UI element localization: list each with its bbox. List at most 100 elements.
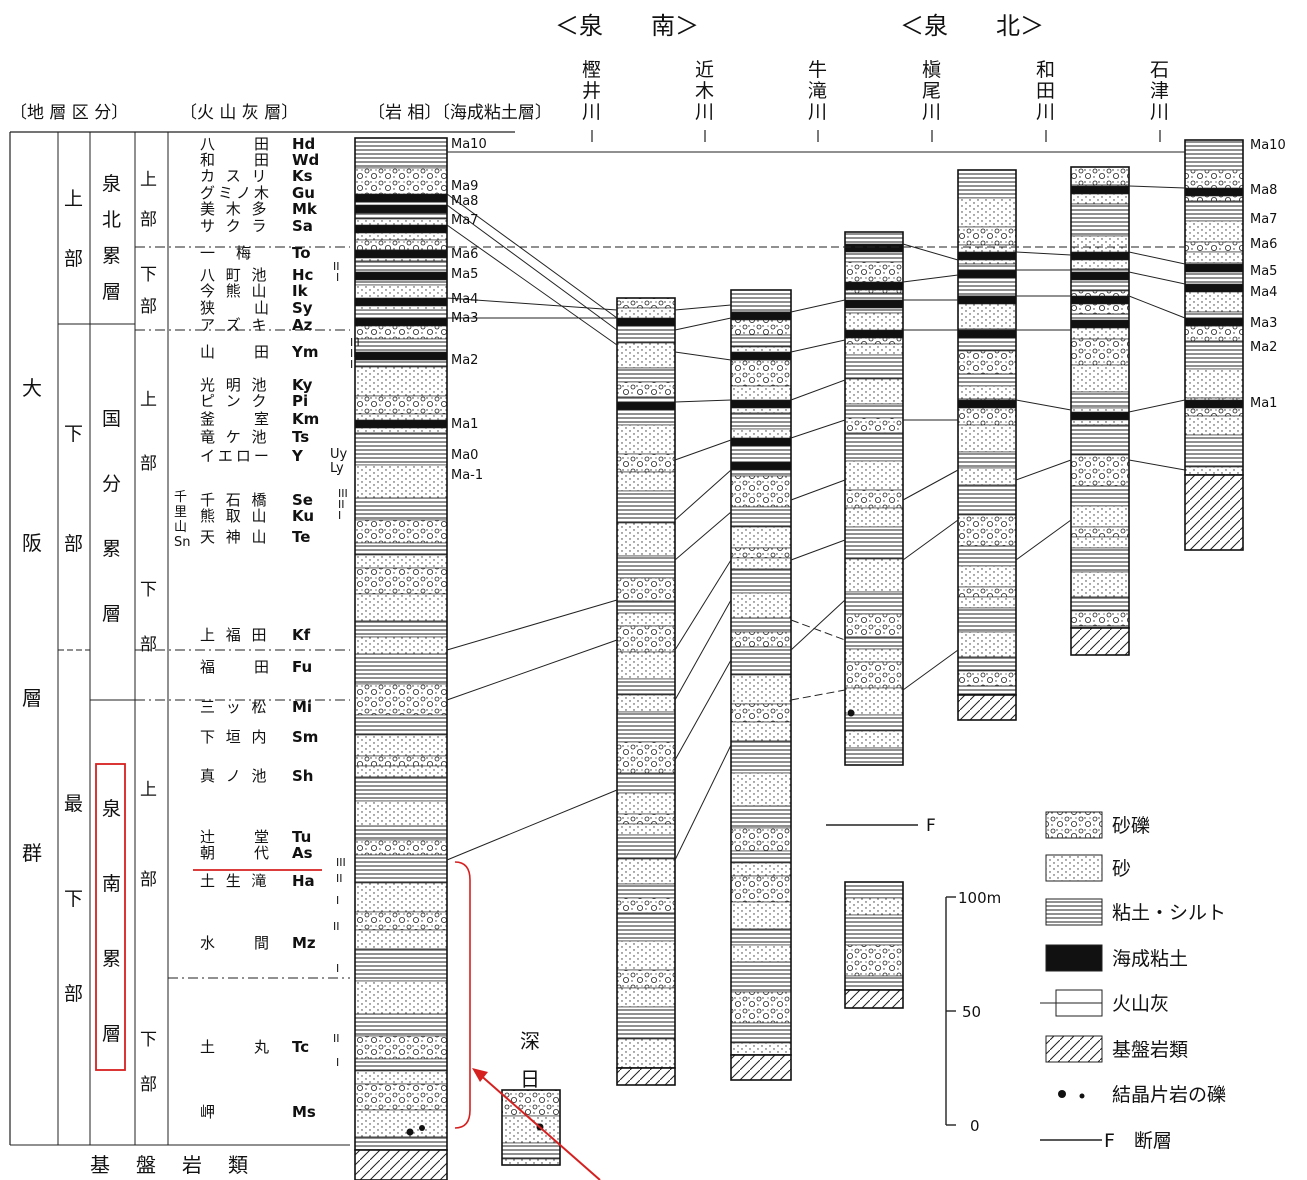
layer (957, 586, 1017, 598)
layer (616, 367, 676, 383)
layer (844, 281, 904, 291)
tephra-name: 天 神 山 (200, 528, 270, 546)
marine-clay-label-right: Ma8 (1250, 183, 1277, 198)
roman-numeral: II (336, 872, 343, 885)
layer (957, 269, 1017, 279)
roman-numeral: I (336, 894, 339, 907)
correlation (674, 511, 732, 561)
column-ushitaki-lower (844, 881, 904, 991)
correlation (790, 539, 846, 561)
layer (730, 592, 792, 619)
layer (1070, 295, 1130, 305)
group-char: 群 (22, 841, 42, 865)
layer (1184, 220, 1244, 243)
ly-label: Ly (330, 461, 344, 476)
layer (1070, 203, 1130, 237)
layer (957, 169, 1017, 199)
layer (730, 928, 792, 946)
layer (616, 317, 676, 327)
roman-numeral: II (338, 498, 345, 511)
layer (957, 484, 1017, 516)
layer (1070, 185, 1130, 195)
legend-swatch (1045, 811, 1103, 839)
correlation (674, 659, 732, 761)
correlation (674, 559, 732, 651)
tephra-code: Pi (292, 392, 308, 410)
layer (616, 555, 676, 579)
header-lithofacies: 〔岩 相〕〔海成粘土層〕 (368, 103, 552, 123)
layer (844, 944, 904, 977)
correlation (674, 744, 732, 861)
correlation (1015, 519, 1072, 561)
layer (730, 399, 792, 409)
layer (616, 823, 676, 836)
correlation (674, 399, 732, 403)
layer (730, 1054, 792, 1081)
layer (844, 243, 904, 253)
highlight-bracket (454, 861, 471, 1129)
sennan-char: 泉 (102, 798, 121, 820)
legend-swatch (1045, 944, 1103, 972)
layer (730, 289, 792, 313)
layer (354, 1013, 448, 1037)
layer (616, 813, 676, 825)
layer (730, 617, 792, 633)
river-2-char: 滝 (808, 80, 827, 102)
layer (957, 263, 1017, 297)
lowest-char: 部 (64, 983, 83, 1005)
layer (957, 295, 1017, 305)
layer (844, 526, 904, 560)
tephra-code: Hd (292, 135, 315, 153)
layer (730, 862, 792, 877)
layer (1184, 317, 1244, 327)
river-4-char: 和 (1036, 59, 1055, 81)
legend-dot (1079, 1093, 1085, 1099)
layer (844, 403, 904, 419)
layer (1070, 610, 1130, 627)
column-outline (1070, 627, 1130, 656)
region-header-sennan: ＜泉 南＞ (555, 12, 699, 40)
tephra-name: 熊 取 山 (200, 507, 270, 525)
tephra-name: 竜 ケ 池 (200, 428, 270, 446)
layer (730, 359, 792, 387)
layer (730, 445, 792, 477)
tephra-code: Ik (292, 282, 309, 300)
fukabi-label-2: 日 (520, 1067, 540, 1091)
layer (957, 226, 1017, 246)
layer (730, 827, 792, 852)
tephra-code: Wd (292, 151, 319, 169)
column-outline (501, 1089, 561, 1166)
river-3-char: 尾 (922, 80, 941, 102)
correlation (446, 204, 618, 331)
layer (957, 329, 1017, 339)
layer (844, 989, 904, 1009)
column-outline (730, 1054, 792, 1081)
layer (730, 557, 792, 570)
legend-swatch (1045, 854, 1103, 882)
layer (354, 239, 448, 251)
layer (844, 591, 904, 615)
layer (501, 1158, 561, 1166)
roman-numeral: I (336, 1056, 339, 1069)
layer (844, 432, 904, 462)
layer (616, 307, 676, 320)
layer (1184, 169, 1244, 202)
layer (1184, 399, 1244, 409)
marine-clay-label-right: Ma1 (1250, 396, 1277, 411)
layer (730, 772, 792, 807)
river-3-char: 川 (922, 101, 941, 123)
layer (616, 883, 676, 899)
correlation (1128, 459, 1186, 471)
correlation (790, 299, 846, 313)
layer (354, 137, 448, 169)
schist-dot (419, 1125, 425, 1131)
layer (616, 381, 676, 398)
legend-item-marine: 海成粘土 (1045, 944, 1188, 972)
column-makio-basement (957, 694, 1017, 721)
layer (354, 593, 448, 622)
legend-item-fault: F 断層 (1040, 1130, 1172, 1152)
layer (354, 714, 448, 736)
layer (1070, 411, 1130, 421)
tephra-code: Tu (292, 828, 311, 846)
layer (1070, 454, 1130, 487)
